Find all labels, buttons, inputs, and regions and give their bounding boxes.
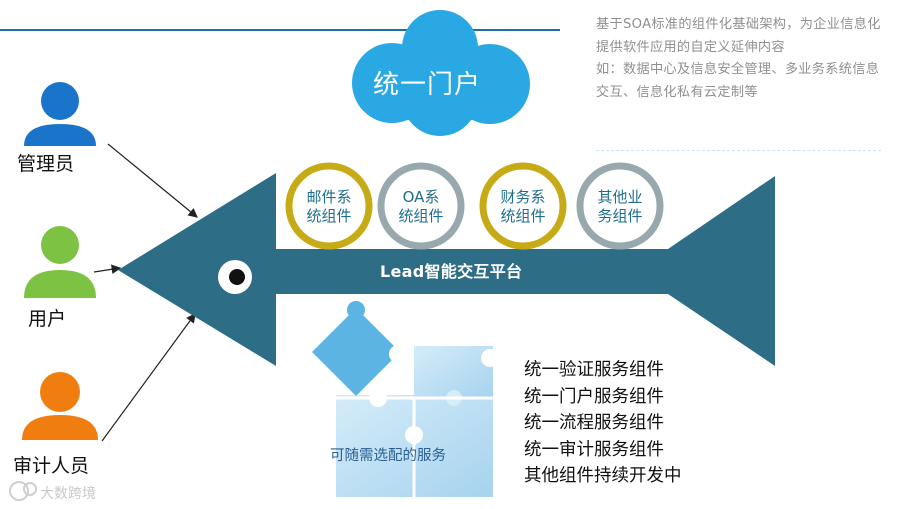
other-component-line-2: 务组件 (597, 207, 643, 225)
description-line-2: 如：数据中心及信息安全管理、多业务系统信息交互、信息化私有云定制等 (596, 62, 880, 100)
description-text: 基于SOA标准的组件化基础架构，为企业信息化提供软件应用的自定义延伸内容 如：数… (596, 14, 888, 104)
platform-label: Lead智能交互平台 (380, 262, 523, 281)
cloud-shape (352, 10, 530, 136)
finance-component-line-2: 统组件 (500, 207, 546, 225)
puzzle-icon (312, 301, 499, 497)
auditor-label: 审计人员 (13, 455, 90, 477)
auditor-arrow (101, 313, 196, 442)
watermark-logo-icon (9, 481, 37, 501)
admin-label: 管理员 (17, 153, 75, 175)
service-item: 统一审计服务组件 (524, 439, 664, 460)
finance-component-ring (479, 162, 567, 250)
portal-label: 统一门户 (372, 70, 481, 100)
auditor-person-icon (22, 372, 98, 440)
watermark-text: 大数跨境 (40, 486, 96, 502)
other-component-label: 其他业 务组件 (582, 188, 658, 226)
finance-component-label: 财务系 统组件 (485, 188, 561, 226)
service-item: 其他组件持续开发中 (524, 466, 682, 486)
description-line-1: 基于SOA标准的组件化基础架构，为企业信息化提供软件应用的自定义延伸内容 (596, 17, 881, 55)
admin-arrow (107, 143, 198, 218)
oa-component-ring (377, 162, 465, 250)
oa-component-line-2: 统组件 (398, 207, 444, 225)
finance-component-line-1: 财务系 (500, 188, 546, 206)
service-item: 统一验证服务组件 (524, 360, 664, 380)
oa-component-line-1: OA系 (402, 188, 440, 206)
title-underline (0, 29, 560, 31)
puzzle-label: 可随需选配的服务 (330, 448, 446, 464)
other-component-line-1: 其他业 (597, 188, 643, 206)
user-person-icon (24, 226, 96, 298)
mail-component-ring (285, 162, 373, 250)
mail-component-label: 邮件系 统组件 (291, 188, 367, 226)
other-component-ring (576, 162, 664, 250)
platform-arrow (118, 173, 775, 366)
mail-component-line-1: 邮件系 (306, 188, 352, 206)
oa-component-label: OA系 统组件 (383, 188, 459, 226)
mail-component-line-2: 统组件 (306, 207, 352, 225)
service-item: 统一流程服务组件 (524, 413, 664, 433)
service-item: 统一门户服务组件 (524, 386, 664, 407)
eye-icon (218, 260, 252, 294)
divider-line (596, 150, 881, 151)
services-list: 统一验证服务组件 统一门户服务组件 统一流程服务组件 统一审计服务组件 其他组件… (524, 357, 714, 490)
user-arrow (93, 264, 122, 275)
admin-person-icon (24, 82, 96, 146)
user-label: 用户 (28, 308, 67, 330)
